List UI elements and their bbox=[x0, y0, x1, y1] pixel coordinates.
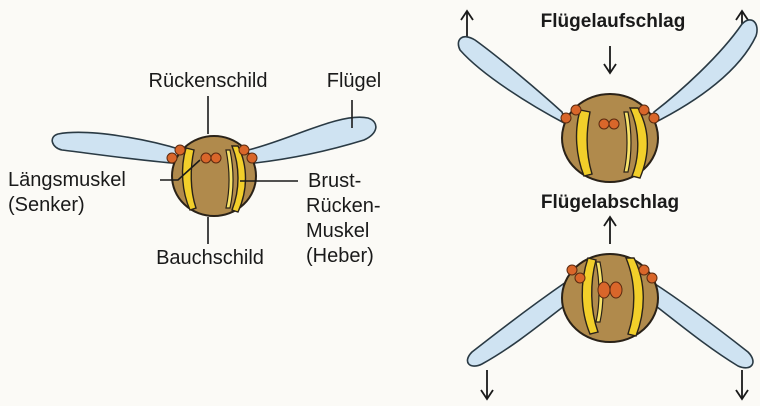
label-laengsmuskel: Längsmuskel bbox=[8, 169, 126, 191]
left-wing bbox=[52, 132, 185, 164]
muscle-dot bbox=[599, 119, 609, 129]
label-ruecken: Rücken- bbox=[306, 195, 380, 217]
arrow-down-right bbox=[736, 370, 748, 399]
label-muskel: Muskel bbox=[306, 220, 369, 242]
muscle-dot bbox=[639, 265, 649, 275]
upstroke-figure: Flügelaufschlag bbox=[458, 11, 757, 182]
upstroke-right-wing bbox=[652, 20, 757, 124]
muscle-dot bbox=[561, 113, 571, 123]
downstroke-left-wing bbox=[467, 282, 572, 366]
muscle-dot bbox=[167, 153, 177, 163]
muscle-dot bbox=[201, 153, 211, 163]
muscle-dot bbox=[211, 153, 221, 163]
label-brust: Brust- bbox=[308, 170, 361, 192]
label-bauchschild: Bauchschild bbox=[156, 247, 264, 269]
arrow-down-left bbox=[481, 370, 493, 399]
label-rueckenschild: Rückenschild bbox=[149, 70, 268, 92]
downstroke-right-wing bbox=[648, 282, 753, 368]
downstroke-figure: Flügelabschlag bbox=[467, 192, 752, 399]
label-senker: (Senker) bbox=[8, 194, 85, 216]
arrow-up-center bbox=[604, 217, 616, 244]
right-wing bbox=[246, 117, 376, 164]
muscle-dot bbox=[598, 282, 610, 298]
muscle-dot bbox=[609, 119, 619, 129]
muscle-dot bbox=[239, 145, 249, 155]
thorax-cross-section: Rückenschild Flügel Längsmuskel (Senker)… bbox=[8, 70, 381, 269]
upstroke-left-wing bbox=[458, 37, 566, 124]
muscle-dot bbox=[610, 282, 622, 298]
muscle-dot bbox=[175, 145, 185, 155]
muscle-dot bbox=[575, 273, 585, 283]
muscle-dot bbox=[647, 273, 657, 283]
label-fluegel: Flügel bbox=[327, 70, 381, 92]
muscle-dot bbox=[639, 105, 649, 115]
arrow-up-left bbox=[461, 11, 473, 40]
label-heber: (Heber) bbox=[306, 245, 374, 267]
muscle-dot bbox=[567, 265, 577, 275]
arrow-down-center bbox=[604, 46, 616, 73]
muscle-dot bbox=[247, 153, 257, 163]
muscle-dot bbox=[571, 105, 581, 115]
title-upstroke: Flügelaufschlag bbox=[541, 11, 686, 32]
title-downstroke: Flügelabschlag bbox=[541, 192, 679, 213]
muscle-dot bbox=[649, 113, 659, 123]
